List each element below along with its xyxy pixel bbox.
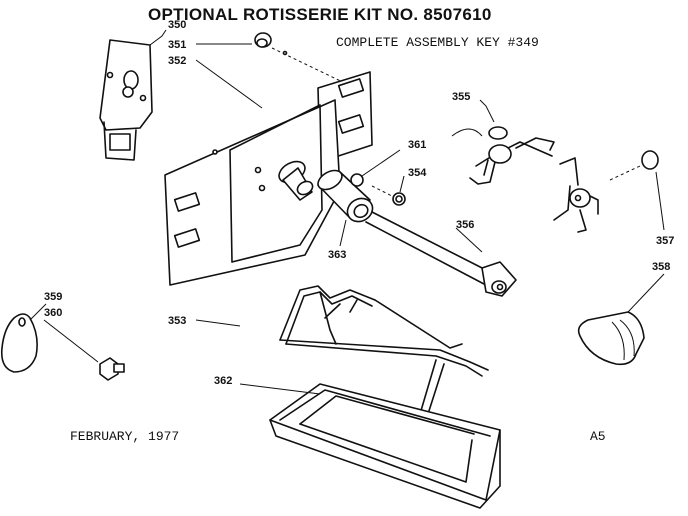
spit-rod-part: [365, 211, 517, 297]
bushing-part: [254, 32, 356, 89]
handle-part: [577, 311, 645, 366]
diagram-title: OPTIONAL ROTISSERIE KIT NO. 8507610: [148, 5, 492, 24]
rivet-part: [99, 357, 125, 381]
footer-date: FEBRUARY, 1977: [70, 429, 179, 444]
thumb-screw-part: [371, 185, 406, 206]
callout-359: 359: [44, 291, 62, 303]
callout-363: 363: [328, 249, 346, 261]
callout-355: 355: [452, 91, 470, 103]
motor-bracket-part: [99, 39, 153, 161]
coupling-sleeve-part: [317, 169, 374, 223]
callout-362: 362: [214, 375, 232, 387]
screw-cap-part: [609, 150, 659, 181]
footer-page-code: A5: [590, 429, 606, 444]
spit-fork-rear-part: [553, 157, 599, 233]
mounting-plate-part: [164, 71, 373, 286]
callout-358: 358: [652, 261, 670, 273]
callout-360: 360: [44, 307, 62, 319]
callout-356: 356: [456, 219, 474, 231]
spit-rack-part: [279, 285, 489, 415]
spit-fork-front-part: [469, 126, 555, 185]
drip-pan-part: [269, 383, 501, 509]
callout-361: 361: [408, 139, 426, 151]
callout-351: 351: [168, 39, 186, 51]
assembly-key-label: COMPLETE ASSEMBLY KEY #349: [336, 35, 539, 50]
callout-354: 354: [408, 167, 427, 179]
knob-part: [0, 313, 38, 373]
callout-357: 357: [656, 235, 674, 247]
callout-350: 350: [168, 19, 186, 31]
callout-353: 353: [168, 315, 186, 327]
callout-352: 352: [168, 55, 186, 67]
leader-lines: [29, 29, 665, 395]
